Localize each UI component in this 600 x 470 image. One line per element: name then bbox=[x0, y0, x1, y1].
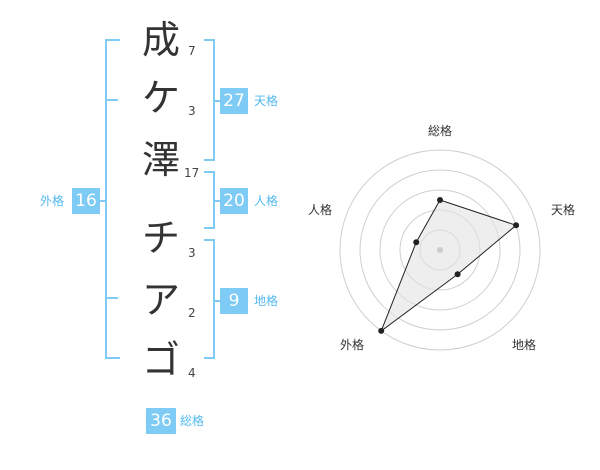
soukaku-label: 総格 bbox=[180, 414, 205, 428]
tenkaku-label: 天格 bbox=[254, 94, 279, 108]
radar-point-3 bbox=[378, 327, 385, 334]
name-char-5: ア bbox=[141, 278, 180, 322]
stroke-count-3: 17 bbox=[184, 166, 200, 180]
tenkaku-value-badge: 27 bbox=[220, 88, 248, 114]
radar-label-gaikaku: 外格 bbox=[340, 338, 365, 352]
radar-ring bbox=[379, 189, 501, 311]
radar-center-dot bbox=[437, 247, 443, 253]
radar-label-chikaku: 地格 bbox=[512, 338, 537, 352]
jinkaku-value-badge: 20 bbox=[220, 188, 248, 214]
stroke-count-1: 7 bbox=[188, 44, 196, 58]
radar-polygon bbox=[380, 199, 518, 333]
chikaku-value-badge: 9 bbox=[220, 288, 248, 314]
radar-point-0 bbox=[437, 197, 443, 203]
radar-ring bbox=[359, 169, 521, 331]
gaikaku-value-badge: 16 bbox=[72, 188, 100, 214]
chikaku-bracket bbox=[204, 239, 215, 359]
radar-label-tenkaku: 天格 bbox=[551, 203, 576, 217]
gaikaku-label: 外格 bbox=[40, 194, 65, 208]
gaikaku-bracket bbox=[105, 39, 120, 359]
radar-point-2 bbox=[454, 271, 461, 278]
name-char-2: ケ bbox=[141, 76, 180, 120]
name-char-6: ゴ bbox=[141, 338, 180, 382]
radar-label-jinkaku: 人格 bbox=[308, 203, 333, 217]
radar-label-soukaku: 総格 bbox=[428, 124, 453, 138]
stroke-count-4: 3 bbox=[188, 246, 196, 260]
radar-point-4 bbox=[413, 239, 420, 246]
jinkaku-label: 人格 bbox=[254, 194, 279, 208]
name-char-1: 成 bbox=[141, 18, 180, 62]
chikaku-label: 地格 bbox=[254, 294, 279, 308]
name-char-3: 澤 bbox=[141, 138, 180, 182]
radar-points bbox=[378, 197, 520, 334]
stroke-count-2: 3 bbox=[188, 104, 196, 118]
radar-point-1 bbox=[513, 222, 520, 229]
stroke-count-6: 4 bbox=[188, 366, 196, 380]
stroke-count-5: 2 bbox=[188, 306, 196, 320]
name-char-4: チ bbox=[141, 216, 180, 260]
soukaku-value-badge: 36 bbox=[146, 408, 176, 434]
